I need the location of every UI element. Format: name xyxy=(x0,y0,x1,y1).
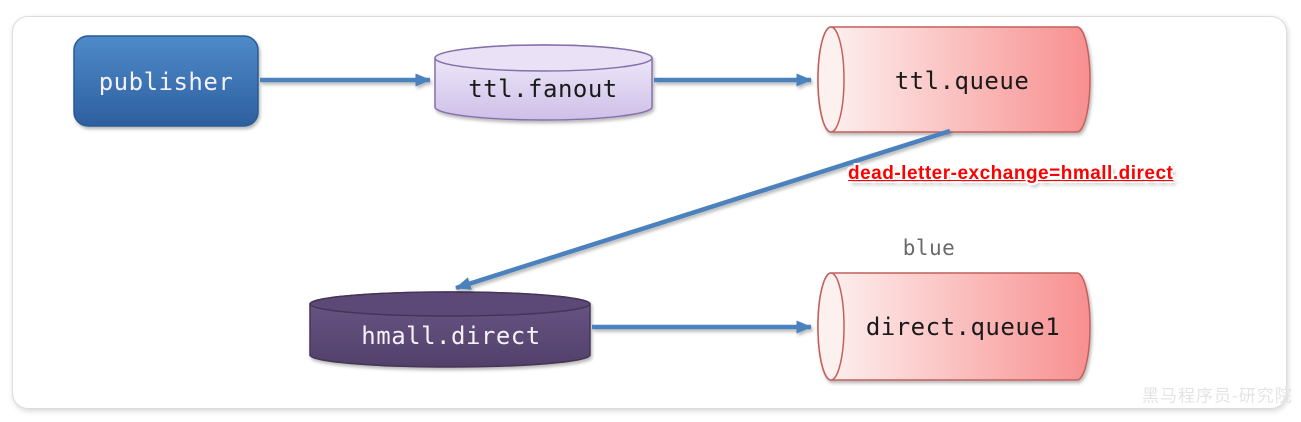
hmall-direct-label: hmall.direct xyxy=(361,322,541,350)
publisher-node xyxy=(73,35,259,127)
binding-key-label: blue xyxy=(902,236,956,260)
ttl-queue-shape xyxy=(817,26,1091,133)
watermark: 黑马程序员-研究院 xyxy=(1142,386,1293,407)
dead-letter-annotation: dead-letter-exchange=hmall.direct xyxy=(848,163,1174,184)
direct-queue1-label: direct.queue1 xyxy=(865,313,1061,341)
direct-queue1-shape xyxy=(817,272,1091,381)
arrow-ttl-queue-to-hmall-direct xyxy=(455,128,951,291)
hmall-direct-exchange-shape xyxy=(309,291,591,368)
ttl-fanout-label: ttl.fanout xyxy=(468,75,618,103)
ttl-queue-label: ttl.queue xyxy=(894,67,1030,95)
publisher-label: publisher xyxy=(98,68,234,96)
ttl-fanout-exchange-shape xyxy=(434,44,653,121)
